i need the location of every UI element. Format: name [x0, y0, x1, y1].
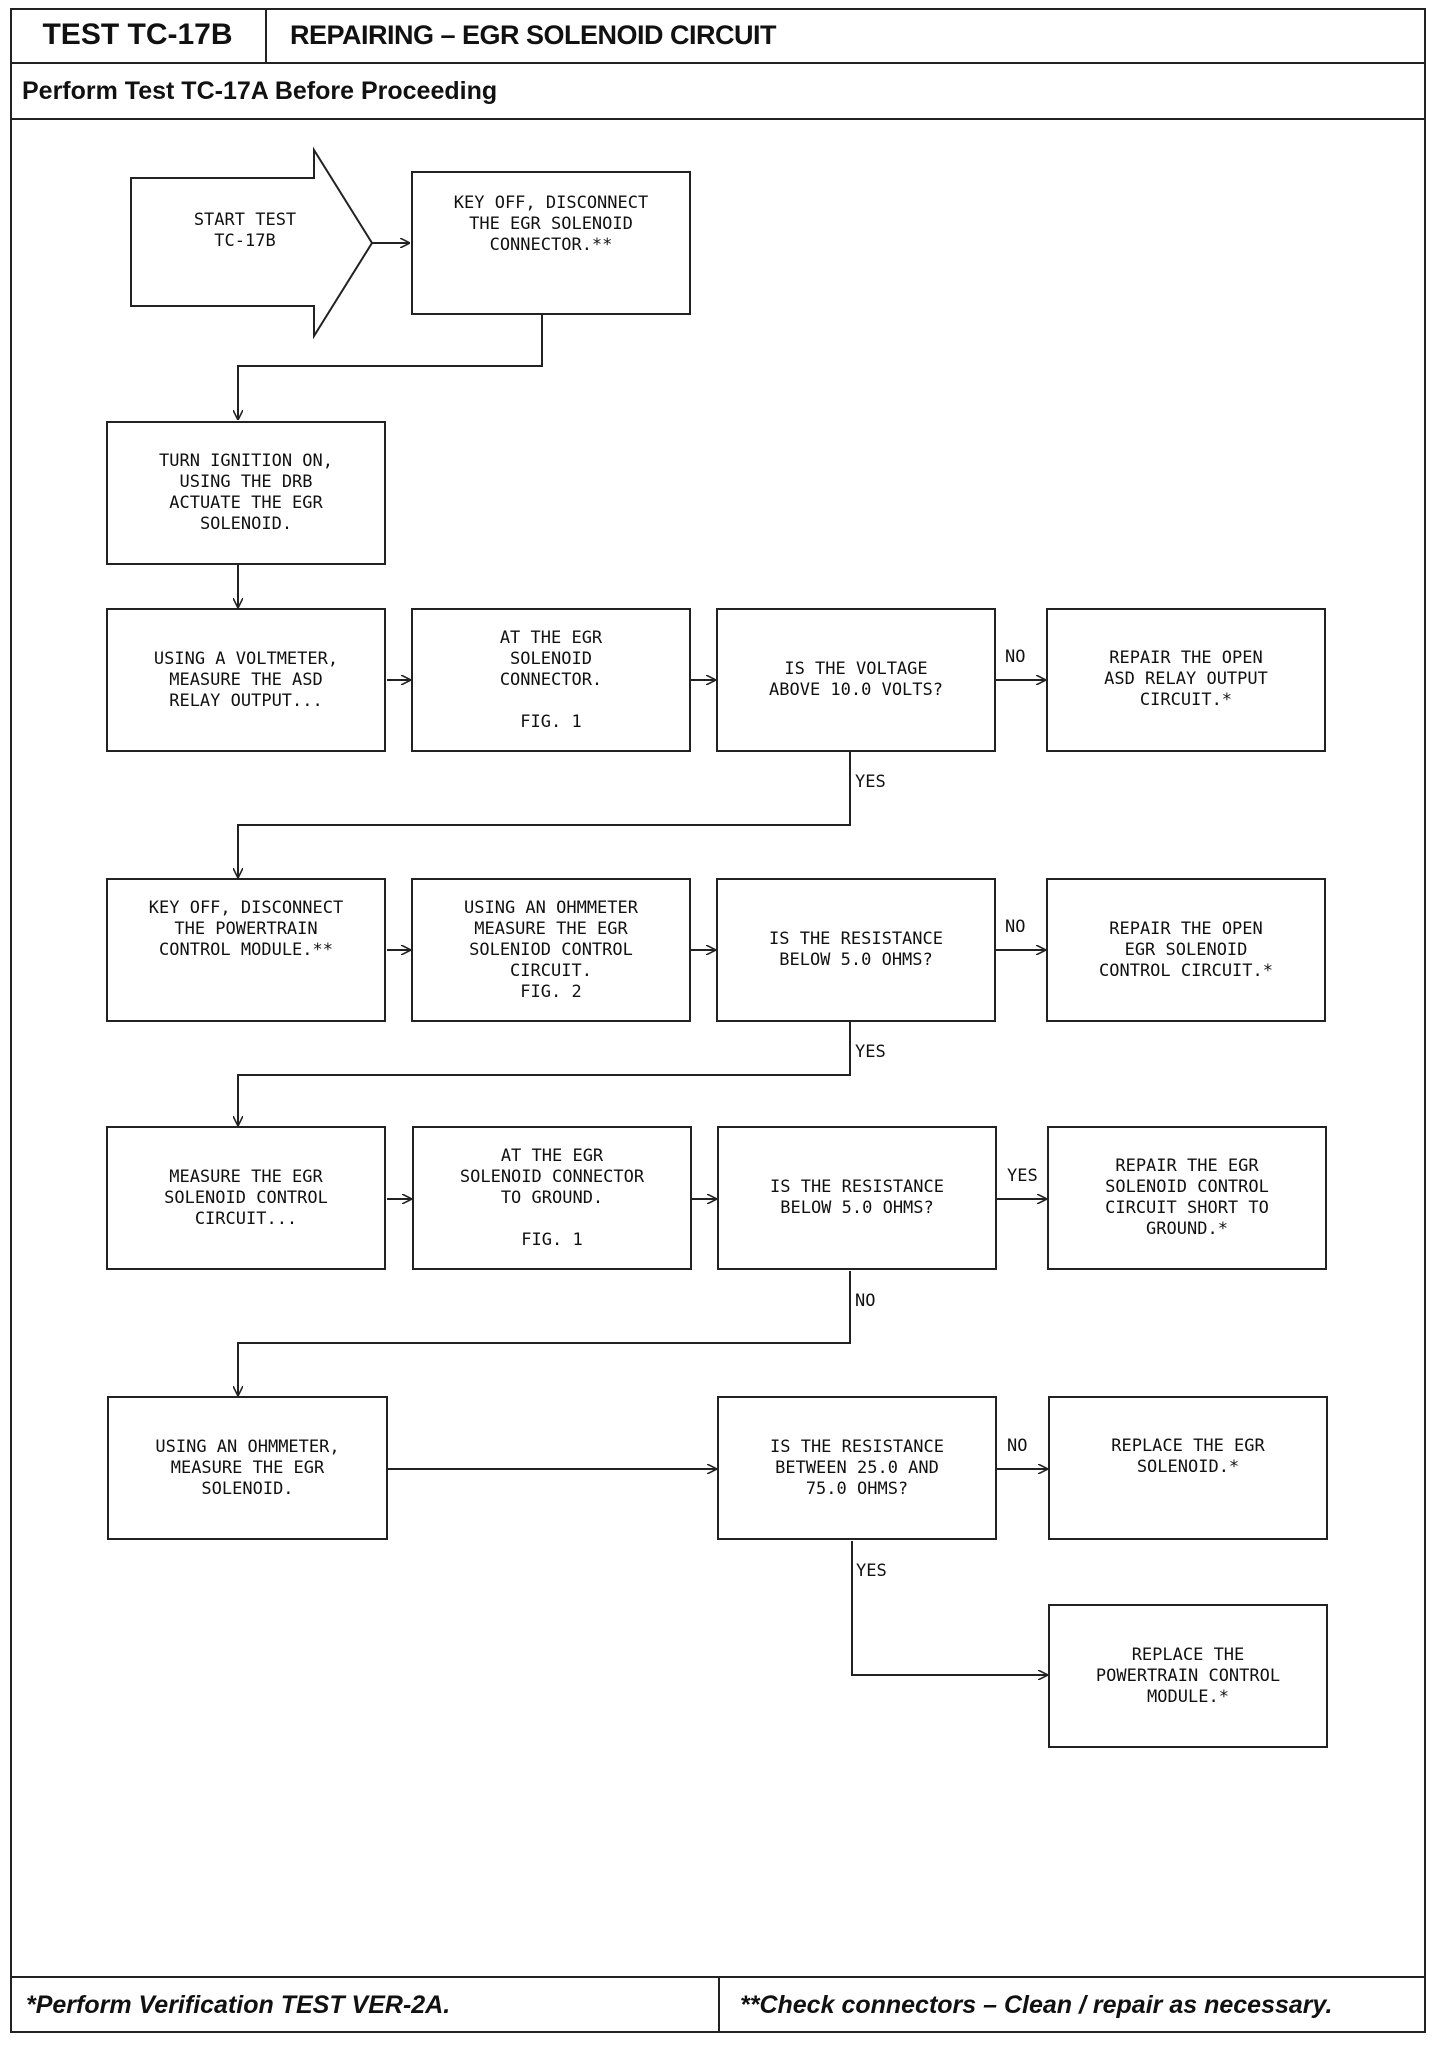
step-voltmeter-asd: USING A VOLTMETER, MEASURE THE ASD RELAY… [106, 608, 386, 752]
step-key-off-disconnect-pcm: KEY OFF, DISCONNECT THE POWERTRAIN CONTR… [106, 878, 386, 1022]
step-key-off-disconnect-egr: KEY OFF, DISCONNECT THE EGR SOLENOID CON… [411, 171, 691, 315]
branch-label-no: NO [1005, 917, 1026, 937]
step-measure-control-circuit: MEASURE THE EGR SOLENOID CONTROL CIRCUIT… [106, 1126, 386, 1270]
start-arrow-shape [130, 146, 374, 340]
result-replace-solenoid: REPLACE THE EGR SOLENOID.* [1048, 1396, 1328, 1540]
decision-resistance-2: IS THE RESISTANCE BELOW 5.0 OHMS? [717, 1126, 997, 1270]
result-repair-open-egr: REPAIR THE OPEN EGR SOLENOID CONTROL CIR… [1046, 878, 1326, 1022]
step-ohmmeter-solenoid: USING AN OHMMETER, MEASURE THE EGR SOLEN… [107, 1396, 388, 1540]
step-at-egr-connector: AT THE EGR SOLENOID CONNECTOR. FIG. 1 [411, 608, 691, 752]
branch-label-no: NO [1005, 647, 1026, 667]
decision-resistance-3: IS THE RESISTANCE BETWEEN 25.0 AND 75.0 … [717, 1396, 997, 1540]
result-repair-open-asd: REPAIR THE OPEN ASD RELAY OUTPUT CIRCUIT… [1046, 608, 1326, 752]
branch-label-no: NO [855, 1291, 876, 1311]
header-bar: TEST TC-17B REPAIRING – EGR SOLENOID CIR… [10, 8, 1426, 64]
start-test-label: START TEST TC-17B [193, 210, 297, 251]
decision-resistance-1: IS THE RESISTANCE BELOW 5.0 OHMS? [716, 878, 996, 1022]
step-ohmmeter-control-circuit: USING AN OHMMETER MEASURE THE EGR SOLENI… [411, 878, 691, 1022]
footer-note-verification: *Perform Verification TEST VER-2A. [10, 1978, 720, 2033]
prerequisite-note: Perform Test TC-17A Before Proceeding [10, 64, 1426, 120]
step-at-egr-to-ground: AT THE EGR SOLENOID CONNECTOR TO GROUND.… [412, 1126, 692, 1270]
branch-label-yes: YES [855, 1042, 886, 1062]
branch-label-yes: YES [855, 772, 886, 792]
decision-voltage: IS THE VOLTAGE ABOVE 10.0 VOLTS? [716, 608, 996, 752]
branch-label-yes: YES [1007, 1166, 1038, 1186]
footer: *Perform Verification TEST VER-2A. **Che… [10, 1976, 1426, 2033]
page-title: REPAIRING – EGR SOLENOID CIRCUIT [290, 19, 777, 50]
step-turn-ignition-on: TURN IGNITION ON, USING THE DRB ACTUATE … [106, 421, 386, 565]
branch-label-yes: YES [856, 1561, 887, 1581]
test-id: TEST TC-17B [10, 8, 267, 62]
footer-note-connectors: **Check connectors – Clean / repair as n… [740, 1991, 1333, 2019]
result-repair-short: REPAIR THE EGR SOLENOID CONTROL CIRCUIT … [1047, 1126, 1327, 1270]
result-replace-pcm: REPLACE THE POWERTRAIN CONTROL MODULE.* [1048, 1604, 1328, 1748]
branch-label-no: NO [1007, 1436, 1028, 1456]
